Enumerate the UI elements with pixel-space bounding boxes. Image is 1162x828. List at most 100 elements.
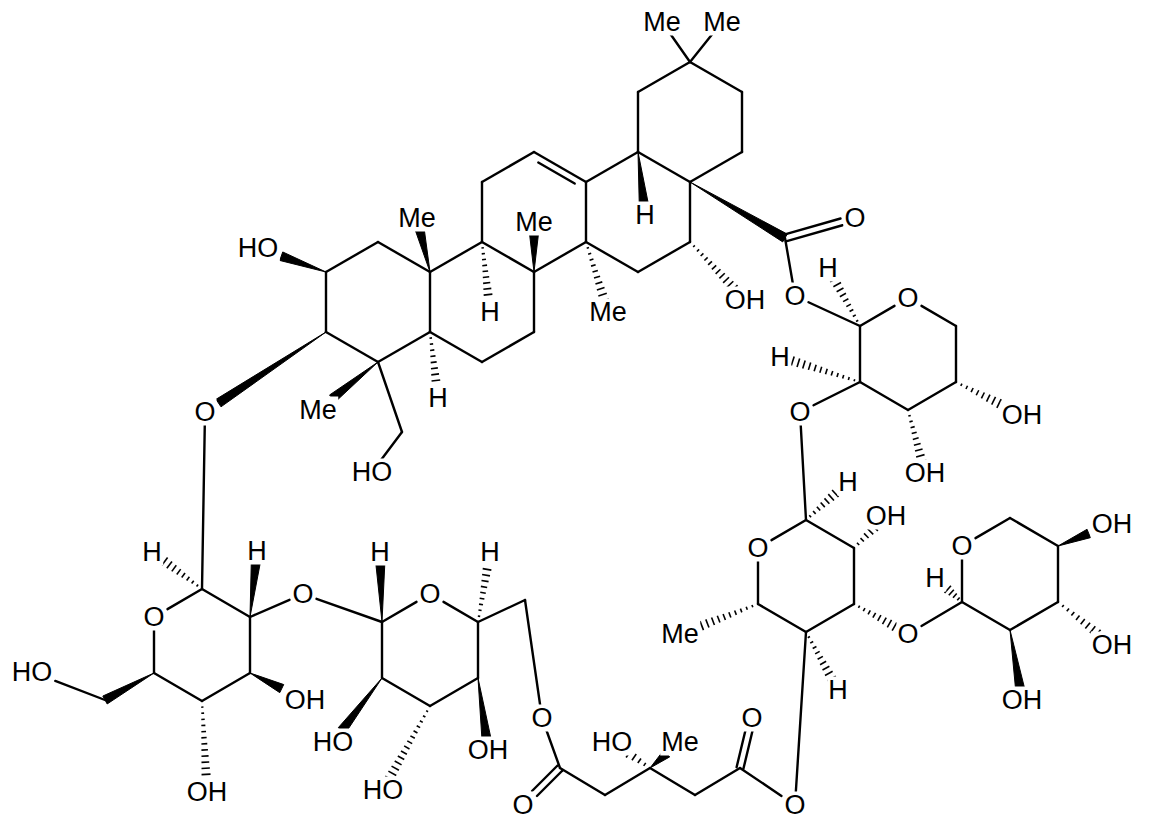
hash-stroke <box>813 646 817 648</box>
bond-line <box>690 62 742 92</box>
bond-line <box>430 678 478 706</box>
bond-line <box>168 589 202 609</box>
hash-stroke <box>595 282 602 284</box>
hash-stroke <box>735 610 737 614</box>
hash-stroke <box>201 712 204 714</box>
hash-bond <box>385 711 428 781</box>
hash-stroke <box>813 511 816 514</box>
atom-label: H <box>634 202 656 229</box>
hash-stroke <box>868 529 874 535</box>
atom-label: H <box>369 539 391 566</box>
bond-line <box>1010 518 1058 546</box>
hash-stroke <box>820 367 822 373</box>
wedge-bond <box>250 673 284 693</box>
single-bond <box>326 332 378 362</box>
hash-stroke <box>863 608 865 611</box>
wedge-shape <box>250 673 284 693</box>
hash-stroke <box>1067 608 1069 611</box>
single-bond <box>690 182 691 242</box>
single-bond <box>1010 518 1058 546</box>
hash-stroke <box>837 288 844 292</box>
bond-line <box>814 382 860 405</box>
bond-line <box>784 218 840 234</box>
hash-stroke <box>706 619 709 627</box>
bond-line <box>482 332 534 362</box>
single-bond <box>482 182 483 242</box>
atom-label: O <box>193 399 216 426</box>
bond-line <box>922 602 962 626</box>
atom-label: O <box>843 205 866 232</box>
hash-stroke <box>809 515 811 517</box>
bond-line <box>534 152 586 182</box>
hash-stroke <box>840 293 846 296</box>
bond-line <box>785 238 793 285</box>
single-bond <box>482 332 534 362</box>
bond-line <box>317 599 382 622</box>
hash-bond <box>478 563 493 617</box>
hash-stroke <box>423 716 425 717</box>
hash-stroke <box>482 264 487 266</box>
atom-label: H <box>827 677 849 704</box>
hash-stroke <box>481 247 483 249</box>
hash-stroke <box>878 615 881 621</box>
hash-stroke <box>708 261 712 265</box>
single-bond <box>586 182 587 242</box>
hash-stroke <box>853 315 856 317</box>
single-bond <box>525 600 540 707</box>
bond-line <box>153 629 155 674</box>
hash-stroke <box>949 590 954 596</box>
hash-stroke <box>992 397 996 405</box>
hash-stroke <box>833 283 841 287</box>
hash-stroke <box>729 612 731 617</box>
hash-stroke <box>478 615 480 617</box>
hash-stroke <box>1062 605 1064 607</box>
hash-stroke <box>987 395 990 402</box>
atom-label: Me <box>660 621 700 648</box>
hash-stroke <box>861 538 864 541</box>
hash-stroke <box>429 337 431 339</box>
single-bond <box>154 673 202 701</box>
hash-stroke <box>843 299 848 302</box>
atom-label: O <box>291 581 314 608</box>
hash-bond <box>858 606 896 631</box>
single-bond <box>326 272 327 332</box>
hash-stroke <box>593 270 598 272</box>
bond-line <box>690 152 742 182</box>
bond-line <box>1010 602 1058 630</box>
hash-stroke <box>590 259 594 260</box>
single-bond <box>854 548 855 604</box>
hash-bond <box>429 338 441 387</box>
hash-stroke <box>417 726 420 728</box>
single-bond <box>250 617 251 673</box>
hash-stroke <box>479 603 483 605</box>
wedge-bond <box>530 234 539 273</box>
atom-label: H <box>817 255 839 282</box>
single-bond <box>758 604 806 632</box>
bond-line <box>250 600 289 617</box>
hash-stroke <box>414 731 418 733</box>
bond-line <box>481 182 483 242</box>
hash-stroke <box>846 304 851 306</box>
hash-stroke <box>824 498 829 503</box>
atom-label: O <box>896 621 919 648</box>
hash-stroke <box>197 585 199 587</box>
atom-label: Me <box>702 9 742 36</box>
bond-line <box>533 272 535 332</box>
single-bond <box>202 673 250 701</box>
hash-stroke <box>482 575 490 576</box>
single-bond <box>670 34 690 63</box>
wedge-shape <box>415 228 430 272</box>
bond-line <box>429 272 431 332</box>
atom-label: O <box>788 399 811 426</box>
single-bond <box>695 768 740 795</box>
single-bond <box>202 424 205 590</box>
hash-stroke <box>1071 612 1074 616</box>
bond-line <box>546 730 560 769</box>
hash-stroke <box>701 253 704 256</box>
hash-stroke <box>913 438 919 440</box>
single-bond <box>758 560 759 605</box>
single-bond <box>168 589 202 609</box>
single-bond <box>478 600 525 622</box>
single-bond <box>546 730 560 769</box>
bond-line <box>382 678 430 706</box>
